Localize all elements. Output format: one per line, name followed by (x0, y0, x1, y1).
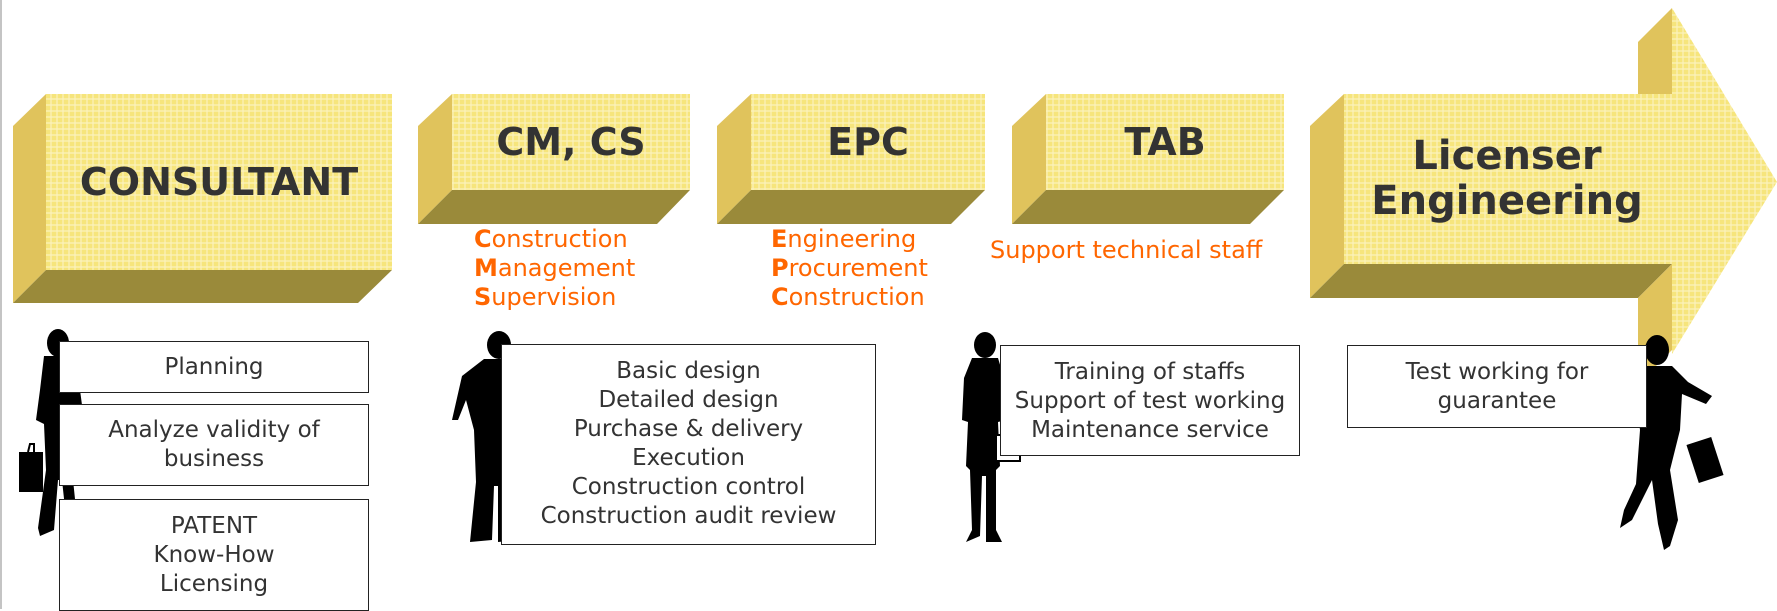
tab-task: Training of staffs (1054, 359, 1246, 385)
tab-task: Maintenance service (1031, 417, 1269, 443)
cmcs-task: Construction control (571, 474, 806, 500)
epc-subtitle: Engineering Procurement Construction (771, 225, 928, 312)
block-tab (1012, 94, 1284, 224)
planning-text: Planning (164, 353, 264, 380)
consultant-title: CONSULTANT (79, 159, 359, 204)
licenser-tasks-box: Test working for guarantee (1347, 345, 1647, 428)
patent-box: PATENT Know-How Licensing (59, 499, 369, 611)
tab-title: TAB (1124, 119, 1206, 164)
block-consultant (13, 94, 392, 303)
licenser-task: Test working for (1405, 359, 1589, 385)
planning-box: Planning (59, 341, 369, 393)
running-businessman-icon (1604, 335, 1724, 550)
cmcs-task: Execution (632, 445, 745, 471)
tab-task: Support of test working (1014, 388, 1286, 414)
licenser-task: guarantee (1437, 388, 1557, 414)
cmcs-subtitle-line: Construction (474, 225, 628, 253)
cmcs-title: CM, CS (496, 119, 646, 164)
cmcs-subtitle-line: Supervision (474, 283, 617, 311)
epc-subtitle-line: Engineering (771, 225, 917, 253)
cmcs-task: Construction audit review (540, 503, 837, 529)
patent-text-line: Know-How (153, 542, 275, 568)
cmcs-task: Detailed design (598, 387, 779, 413)
cmcs-tasks-box: Basic design Detailed design Purchase & … (501, 344, 876, 545)
cmcs-subtitle: Construction Management Supervision (474, 225, 635, 312)
epc-title: EPC (827, 119, 909, 164)
analyze-text-line: Analyze validity of (108, 417, 320, 443)
analyze-text-line: business (163, 446, 265, 472)
block-epc (717, 94, 985, 224)
cmcs-task: Basic design (616, 358, 761, 384)
businesswoman-icon (962, 332, 1021, 542)
cmcs-task: Purchase & delivery (573, 416, 804, 442)
cmcs-subtitle-line: Management (474, 254, 636, 282)
licenser-title: Licenser Engineering (1344, 94, 1670, 264)
epc-subtitle-line: Construction (771, 283, 925, 311)
licenser-title-line2: Engineering (1371, 178, 1643, 224)
analyze-box: Analyze validity of business (59, 404, 369, 486)
patent-text-line: PATENT (170, 513, 258, 539)
tab-subtitle: Support technical staff (990, 236, 1263, 264)
block-cmcs (418, 94, 690, 224)
licenser-title-line1: Licenser (1412, 133, 1602, 180)
epc-subtitle-line: Procurement (771, 254, 928, 282)
tab-tasks-box: Training of staffs Support of test worki… (1000, 345, 1300, 456)
patent-text-line: Licensing (159, 571, 269, 597)
